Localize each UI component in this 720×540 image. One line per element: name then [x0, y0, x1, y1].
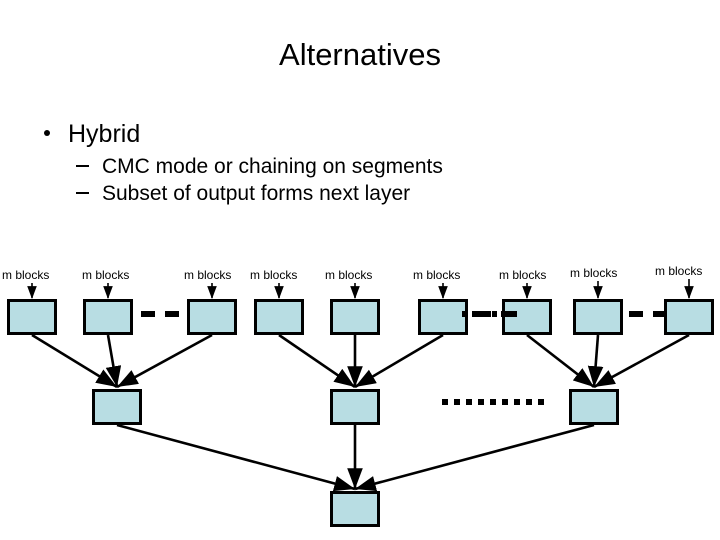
- tree-edge: [354, 333, 444, 389]
- dot-mark: [442, 399, 448, 405]
- dot-mark: [502, 399, 508, 405]
- dot-mark: [454, 399, 460, 405]
- block-box-top: [664, 299, 714, 335]
- block-label: m blocks: [325, 268, 373, 282]
- dot-mark: [482, 311, 487, 317]
- dot-mark: [478, 399, 484, 405]
- block-box-middle: [569, 389, 619, 425]
- bullet-dot-icon: [44, 130, 50, 136]
- block-box-middle: [330, 389, 380, 425]
- block-label: m blocks: [413, 268, 461, 282]
- bullet-level2-second: Subset of output forms next layer: [30, 181, 670, 207]
- en-dash-icon: [76, 192, 89, 194]
- dot-mark: [502, 311, 507, 317]
- dashed-continuation: [141, 311, 179, 317]
- en-dash-icon: [76, 165, 89, 167]
- bullet-level1: Hybrid: [30, 118, 670, 150]
- tree-edge: [593, 333, 690, 389]
- dash-mark: [501, 311, 515, 317]
- block-box-top: [83, 299, 133, 335]
- block-box-top: [502, 299, 552, 335]
- block-box-middle: [92, 389, 142, 425]
- dot-mark: [492, 311, 497, 317]
- tree-edge: [116, 423, 356, 492]
- bullet-level2-second-text: Subset of output forms next layer: [102, 182, 411, 205]
- dot-mark: [490, 399, 496, 405]
- block-label: m blocks: [184, 268, 232, 282]
- block-box-top: [418, 299, 468, 335]
- bullet-list: Hybrid CMC mode or chaining on segments …: [30, 118, 670, 207]
- dot-mark: [526, 399, 532, 405]
- block-box-bottom: [330, 491, 380, 527]
- dash-mark: [629, 311, 643, 317]
- block-box-top: [573, 299, 623, 335]
- tree-edge: [31, 333, 118, 389]
- block-label: m blocks: [2, 268, 50, 282]
- bullet-level1-text: Hybrid: [68, 120, 141, 148]
- ellipsis-dots: [442, 399, 544, 405]
- dashed-continuation: [629, 311, 667, 317]
- dot-mark: [466, 399, 472, 405]
- tree-edge: [587, 334, 604, 388]
- block-label: m blocks: [250, 268, 298, 282]
- tree-edge: [116, 333, 213, 389]
- dot-mark: [538, 399, 544, 405]
- tree-edge: [278, 333, 356, 389]
- dot-mark: [514, 399, 520, 405]
- dot-mark: [462, 311, 467, 317]
- bullet-level2-first: CMC mode or chaining on segments: [30, 154, 670, 180]
- block-label: m blocks: [655, 264, 703, 278]
- tree-edge: [526, 333, 595, 389]
- block-box-top: [330, 299, 380, 335]
- dash-mark: [165, 311, 179, 317]
- ellipsis-dots: [462, 311, 517, 317]
- tree-edge: [105, 334, 122, 388]
- block-box-top: [254, 299, 304, 335]
- dot-mark: [512, 311, 517, 317]
- dash-mark: [653, 311, 667, 317]
- block-box-top: [7, 299, 57, 335]
- block-label: m blocks: [570, 266, 618, 280]
- tree-edge: [354, 423, 595, 492]
- bullet-level2-first-text: CMC mode or chaining on segments: [102, 155, 443, 178]
- page-title: Alternatives: [279, 37, 441, 72]
- dot-mark: [472, 311, 477, 317]
- dash-mark: [141, 311, 155, 317]
- block-box-top: [187, 299, 237, 335]
- block-label: m blocks: [499, 268, 547, 282]
- block-label: m blocks: [82, 268, 130, 282]
